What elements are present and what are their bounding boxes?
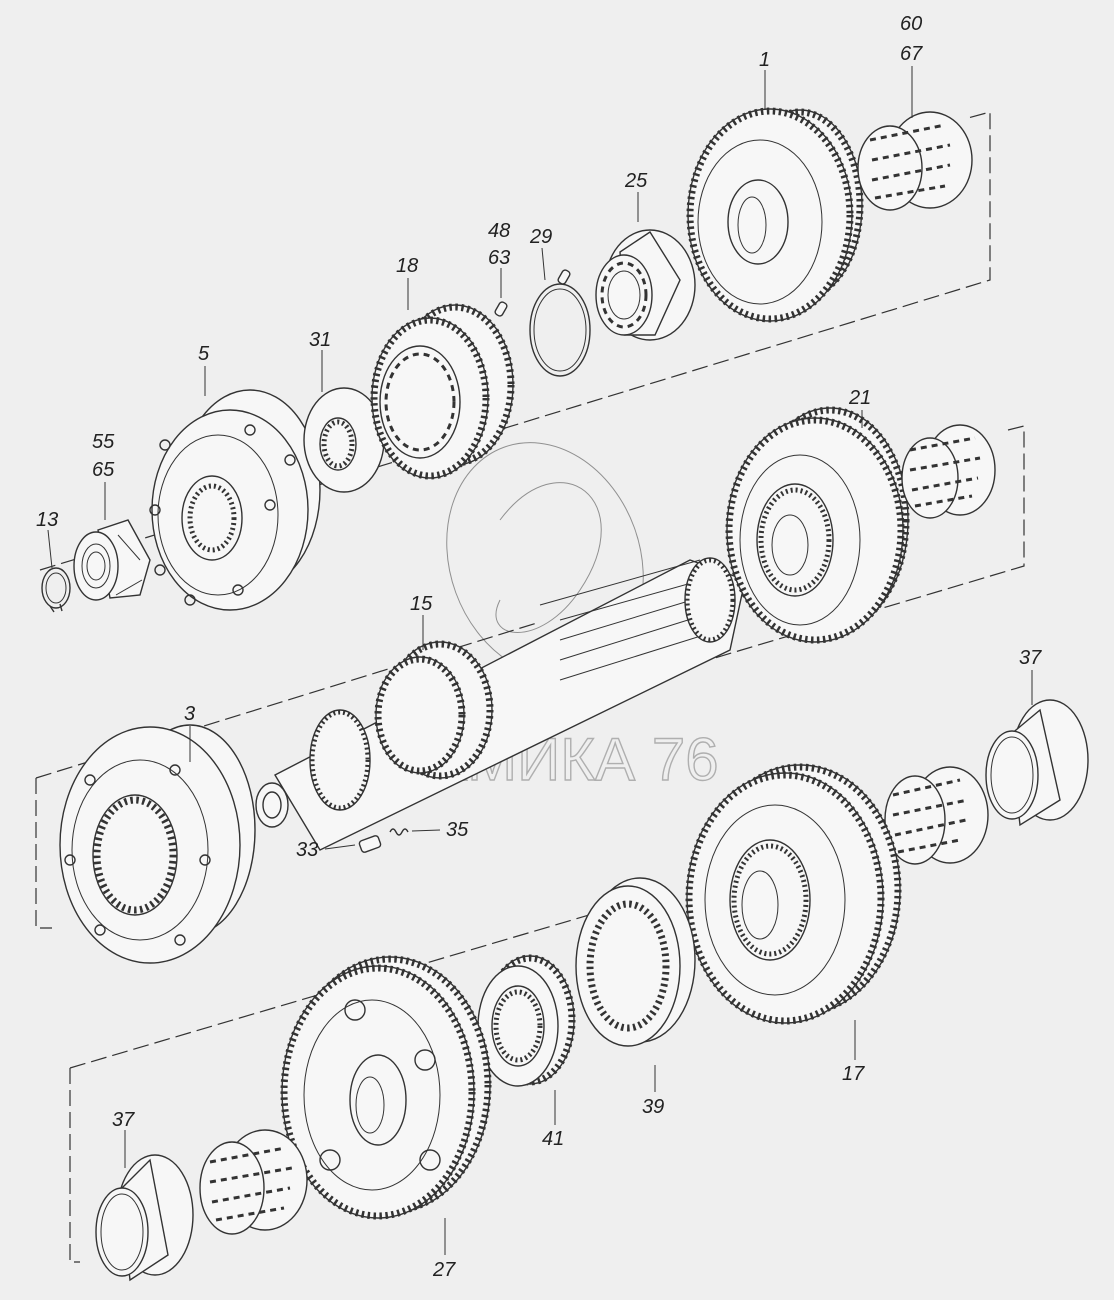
label-part-33: 33 (296, 839, 318, 861)
label-part-37-upper: 37 (1019, 647, 1042, 669)
label-part-21: 21 (848, 387, 871, 409)
label-part-35: 35 (446, 819, 469, 841)
part-55-65-tapered-bearing (73, 519, 151, 601)
part-25-bushing (595, 229, 696, 341)
label-part-41: 41 (542, 1128, 564, 1150)
part-21-needle-bearing (901, 424, 996, 519)
part-29-ring (529, 283, 591, 377)
part-27-needle-bearing (199, 1129, 308, 1235)
label-part-1: 1 (759, 49, 770, 71)
group-bracket-upper (39, 111, 991, 571)
leader-lines (47, 66, 1033, 1255)
label-part-3: 3 (184, 703, 195, 725)
label-part-15: 15 (410, 593, 433, 615)
part-17-gear (685, 763, 902, 1025)
label-part-65: 65 (92, 459, 115, 481)
label-part-48: 48 (488, 220, 510, 242)
part-48-63-pins (494, 269, 571, 317)
part-5-carrier (149, 389, 321, 611)
label-part-25: 25 (624, 170, 648, 192)
label-part-13: 13 (36, 509, 58, 531)
label-part-17: 17 (842, 1063, 865, 1085)
label-part-18: 18 (396, 255, 418, 277)
part-41-hub (477, 954, 576, 1087)
label-part-31: 31 (309, 329, 331, 351)
part-1-large-gear (686, 107, 864, 323)
part-27-gear (280, 955, 492, 1220)
part-18-gear (370, 303, 515, 480)
part-21-gear (725, 406, 910, 644)
part-3-housing (59, 724, 256, 964)
label-part-60: 60 (900, 13, 922, 35)
part-39-sleeve (575, 877, 696, 1047)
part-13-snap-ring (41, 567, 71, 613)
part-15-main-shaft (255, 557, 746, 851)
part-31-washer (303, 387, 385, 493)
label-part-55: 55 (92, 431, 115, 453)
label-part-63: 63 (488, 247, 510, 269)
part-35-spring (389, 828, 409, 836)
label-part-5: 5 (198, 343, 210, 365)
part-33-key (358, 835, 382, 853)
part-37-bushing-lower (95, 1154, 194, 1282)
label-part-39: 39 (642, 1096, 664, 1118)
label-part-67: 67 (900, 43, 923, 65)
label-part-37-lower: 37 (112, 1109, 135, 1131)
part-37-bushing-upper (985, 699, 1089, 827)
part-17-needle-bearing (884, 766, 989, 865)
label-part-29: 29 (529, 226, 552, 248)
label-part-27: 27 (432, 1259, 456, 1281)
part-60-67-needle-bearing (857, 111, 973, 211)
